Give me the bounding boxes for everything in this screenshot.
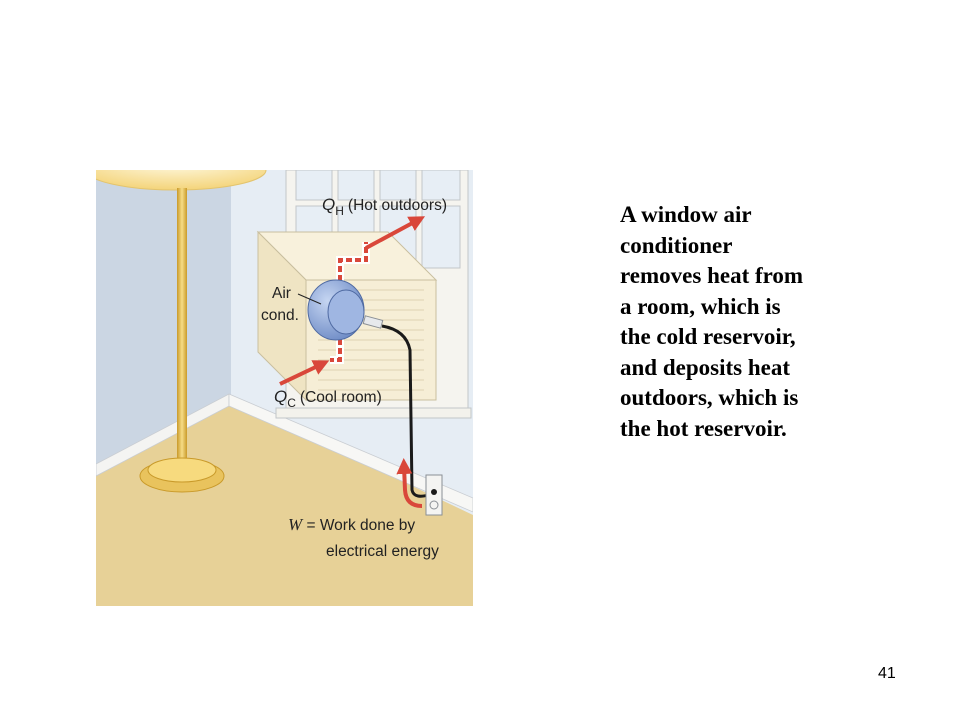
air-conditioner-illustration: QH(Hot outdoors) Air cond. QC(Cool room)…: [85, 149, 474, 606]
caption-line: outdoors, which is: [620, 385, 799, 410]
air-conditioner-figure: QH(Hot outdoors) Air cond. QC(Cool room)…: [85, 149, 474, 606]
page-number: 41: [878, 665, 896, 682]
ac-label-line1: Air: [272, 285, 291, 302]
caption-line: the cold reservoir,: [620, 324, 796, 349]
caption-line: removes heat from: [620, 263, 804, 288]
qc-symbol: Q: [274, 387, 287, 406]
lamp-base-top: [147, 457, 217, 483]
caption-line: the hot reservoir.: [620, 415, 787, 441]
outlet-socket: [429, 500, 439, 510]
qh-arrow: [365, 216, 426, 250]
qh-label: QH (Hot outdoors): [322, 195, 447, 218]
ac-label-line2: cond.: [261, 307, 299, 324]
qh-description: (Hot outdoors): [348, 197, 447, 214]
work-equation: = Work done by: [302, 517, 415, 534]
caption-text: A window air conditioner removes heat fr…: [620, 200, 920, 444]
window-sill: [275, 407, 472, 419]
qh-symbol: Q: [322, 195, 335, 214]
left-wall: [96, 170, 231, 470]
compressor-face: [327, 289, 365, 335]
caption-line: A window air: [620, 202, 752, 227]
qc-description: (Cool room): [300, 389, 382, 406]
qc-subscript: C: [287, 396, 296, 410]
work-arrow: [396, 458, 423, 508]
qc-arrow: [279, 360, 330, 386]
floor: [96, 400, 473, 606]
qh-subscript: H: [335, 204, 344, 218]
compressor-plug: [362, 315, 384, 329]
lamp-pole: [177, 188, 187, 458]
caption-line: a room, which is: [620, 293, 781, 319]
work-label-line2: electrical energy: [326, 543, 439, 560]
work-label-line1: W = Work done by: [288, 515, 415, 534]
caption-line: conditioner: [620, 232, 733, 258]
ac-label-leader: [297, 293, 322, 305]
power-cord: [381, 324, 433, 498]
plug-dot: [431, 489, 437, 495]
qc-label: QC (Cool room): [274, 387, 382, 410]
caption-line: and deposits heat: [620, 354, 790, 380]
heat-pipe-out-stripe: [338, 242, 368, 290]
work-symbol: W: [288, 515, 304, 534]
